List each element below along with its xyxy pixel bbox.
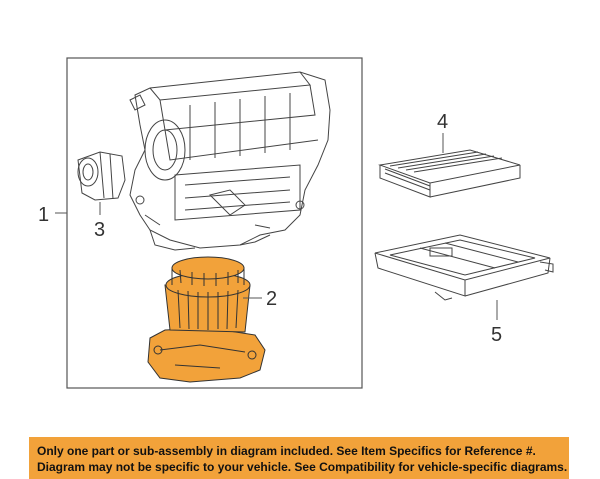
- parts-diagram: 1 3 2: [38, 57, 554, 389]
- callout-2: 2: [266, 288, 277, 310]
- blower-motor: [147, 256, 266, 383]
- filter-tray: [374, 234, 554, 301]
- servo-actuator: [77, 151, 126, 201]
- hvac-housing: [129, 71, 331, 251]
- callout-5: 5: [491, 324, 502, 346]
- callout-1: 1: [38, 204, 49, 226]
- disclaimer-banner: Only one part or sub-assembly in diagram…: [29, 437, 569, 479]
- disclaimer-line-1: Only one part or sub-assembly in diagram…: [37, 444, 536, 458]
- callout-3: 3: [94, 219, 105, 241]
- assembly-frame: [66, 57, 363, 389]
- cabin-filter: [378, 149, 521, 198]
- callout-4: 4: [437, 111, 448, 133]
- disclaimer-line-2: Diagram may not be specific to your vehi…: [37, 460, 568, 474]
